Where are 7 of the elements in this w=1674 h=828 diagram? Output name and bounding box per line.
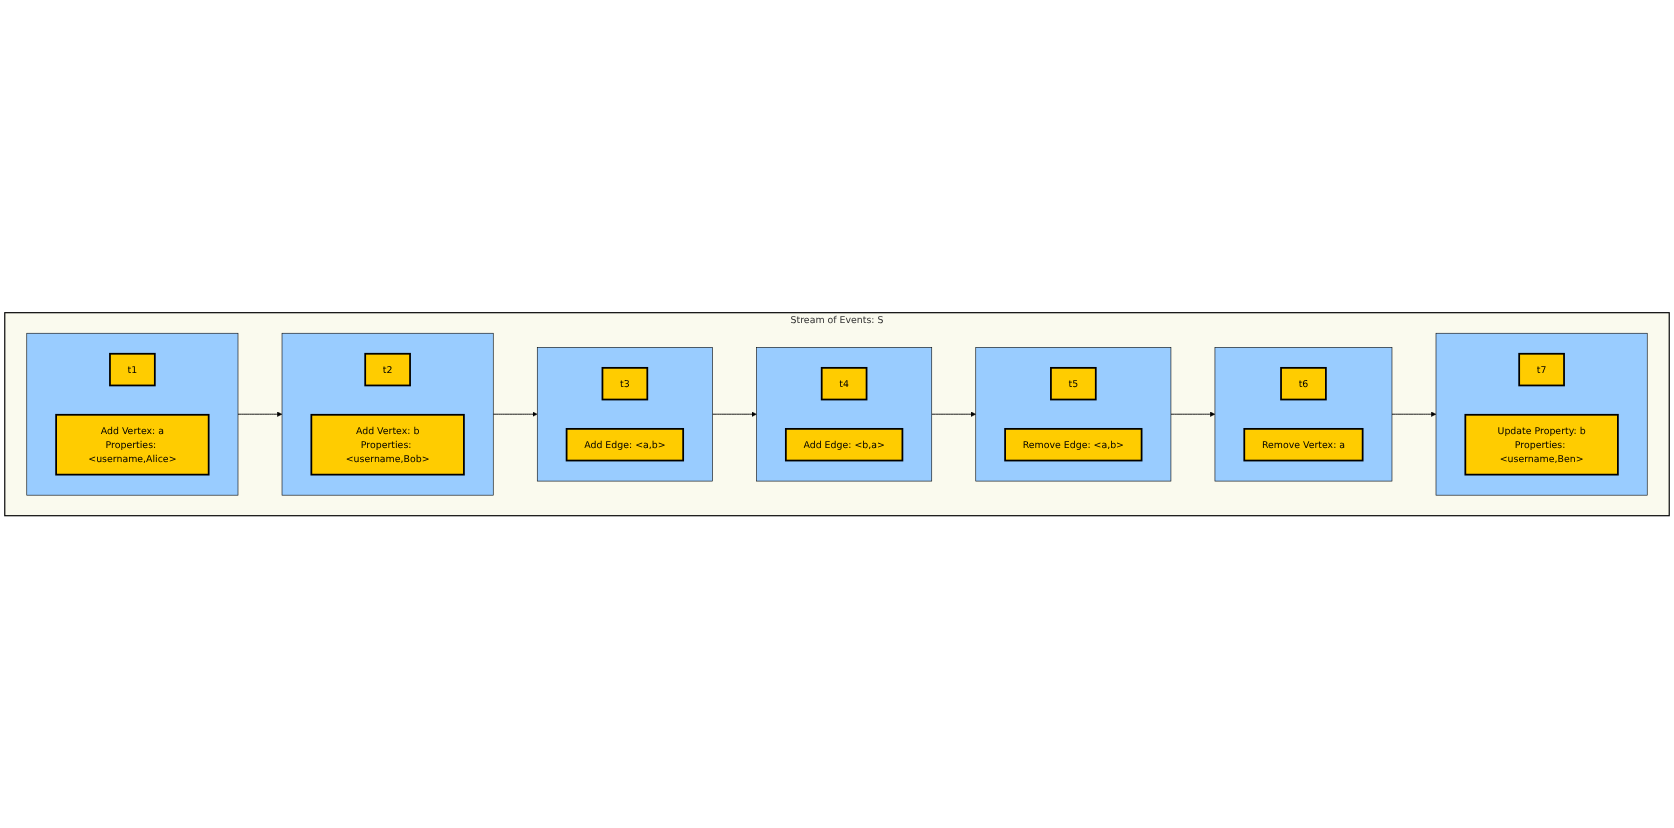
cluster: [975, 346, 1172, 482]
cluster: [756, 346, 933, 482]
cluster: [26, 332, 239, 496]
cluster: [536, 346, 713, 482]
cluster: [1214, 346, 1393, 482]
cluster: [1435, 332, 1648, 496]
cluster: [281, 332, 494, 496]
